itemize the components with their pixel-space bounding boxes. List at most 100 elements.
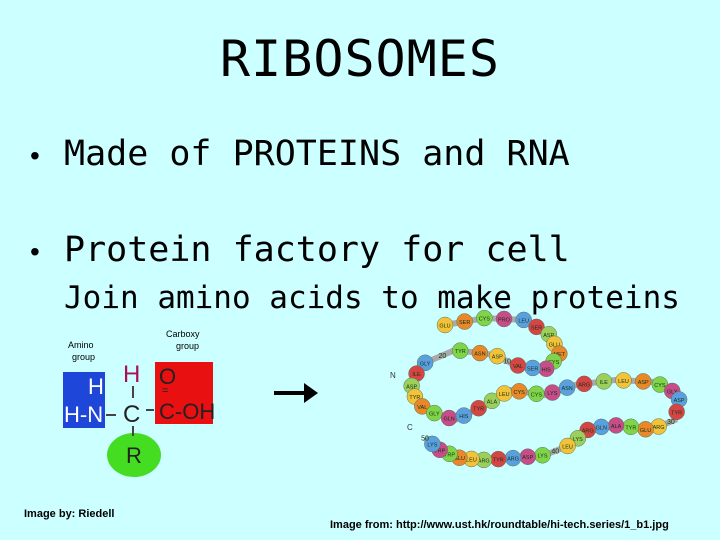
residue-bead: ASP [489,347,506,365]
amino-group-label: Amino [68,340,94,350]
residue-bead: ARG [575,375,593,393]
residue-label: CYS [654,383,666,389]
residue-label: ILE [600,380,609,386]
amino-h-label: H [88,374,104,399]
residue-label: CYS [548,360,560,366]
r-group-label: R [126,443,142,468]
residue-label: LEU [499,392,510,398]
residue-label: ARG [507,457,519,463]
bullet-text: Made of PROTEINS and RNA [64,134,570,174]
residue-circle [509,357,527,374]
residue-label: SER [531,325,542,331]
residue-label: ASP [406,384,417,390]
residue-bead: 50 [421,436,429,443]
residue-circle [451,342,469,359]
residue-label: GLU [640,428,651,434]
residue-bead: SER [528,318,545,336]
residue-label: ASP [674,398,685,404]
residue-bead: GLY [426,404,443,422]
residue-bead: ILE [595,373,613,390]
residue-label: ASP [543,333,554,339]
residue-bead: SER [524,359,541,377]
residue-label: HIS [459,414,469,420]
residue-number-label: 30 [667,419,675,426]
residue-bead: LYS [534,446,551,464]
residue-label: CYS [514,390,526,396]
residue-circle [615,372,632,389]
residue-bead: TYR [451,342,469,359]
residue-bead: LEU [615,372,632,389]
residue-circle [471,344,489,362]
residue-label: ARG [582,428,594,434]
residue-bead: HIS [455,407,473,424]
bullet-marker: • [30,140,40,171]
residue-bead: LEU [515,311,532,329]
residue-label: VAL [417,405,427,411]
residue-bead: ARG [475,451,493,469]
residue-number-label: 10 [503,359,511,366]
residue-bead: 30 [667,419,675,426]
residue-bead: TYR [470,399,487,417]
double-bond-label: = [162,385,168,397]
bullet-marker: • [30,236,40,267]
residue-label: GLN [596,425,607,431]
residue-label: GLU [439,324,450,330]
alpha-carbon-label: C [123,401,140,428]
residue-bead: LYS [424,435,441,453]
residue-circle [455,407,473,424]
residue-bead: ASN [471,344,489,362]
residue-bead: GLN [593,418,610,436]
residue-label: LEU [518,318,529,324]
residue-bead: TYR [490,450,507,468]
residue-label: ASN [561,386,572,392]
residue-label: GLU [549,342,560,348]
residue-label: GLY [667,389,678,395]
c-terminus-label: C [407,423,413,432]
residue-bead: SER [456,313,473,330]
residue-label: CYS [479,317,491,323]
residue-circle [426,404,443,422]
amino-group-label: group [72,352,95,362]
bullet-protein-factory: • Protein factory for cell [30,230,570,270]
residue-label: TRP [444,452,455,458]
image-credit-right: Image from: http://www.ust.hk/roundtable… [330,519,669,531]
residue-bead: GLU [436,316,454,334]
residue-bead: CYS [510,383,528,400]
residue-circle [575,375,593,393]
residue-circle [456,313,473,330]
residue-circle [668,403,685,421]
residue-label: TYR [625,425,636,431]
residue-label: ARG [653,425,665,431]
residue-bead: CYS [528,385,545,403]
residue-circle [476,310,493,327]
amino-group-box [63,372,105,428]
residue-circle [515,311,532,329]
residue-label: ASP [638,380,649,386]
residue-bead: PRO [495,310,513,328]
alpha-h-label: H [123,361,140,388]
residue-bead: 40 [551,448,559,455]
residue-label: TRP [434,448,445,454]
bullet-text: Protein factory for cell [64,230,570,270]
residue-circle [424,435,441,453]
residue-circle [436,316,454,334]
residue-circle [634,373,652,390]
residue-circle [470,399,487,417]
residue-label: LYS [573,437,583,443]
carboxy-group-label: group [176,341,199,351]
residue-bead: ARG [504,449,522,467]
residue-circle [595,373,613,390]
residue-circle [544,384,561,401]
residue-label: TYR [493,458,504,464]
residue-label: TYR [671,410,682,416]
residue-label: TYR [409,395,420,401]
residue-label: TYR [455,349,466,355]
residue-bead: LYS [544,384,561,401]
sub-point-join-amino-acids: Join amino acids to make proteins [64,280,680,316]
residue-label: VAL [513,364,523,370]
residue-bead: VAL [509,357,527,374]
residue-label: MET [554,352,566,358]
residue-circle [559,437,576,455]
residue-circle [510,383,528,400]
